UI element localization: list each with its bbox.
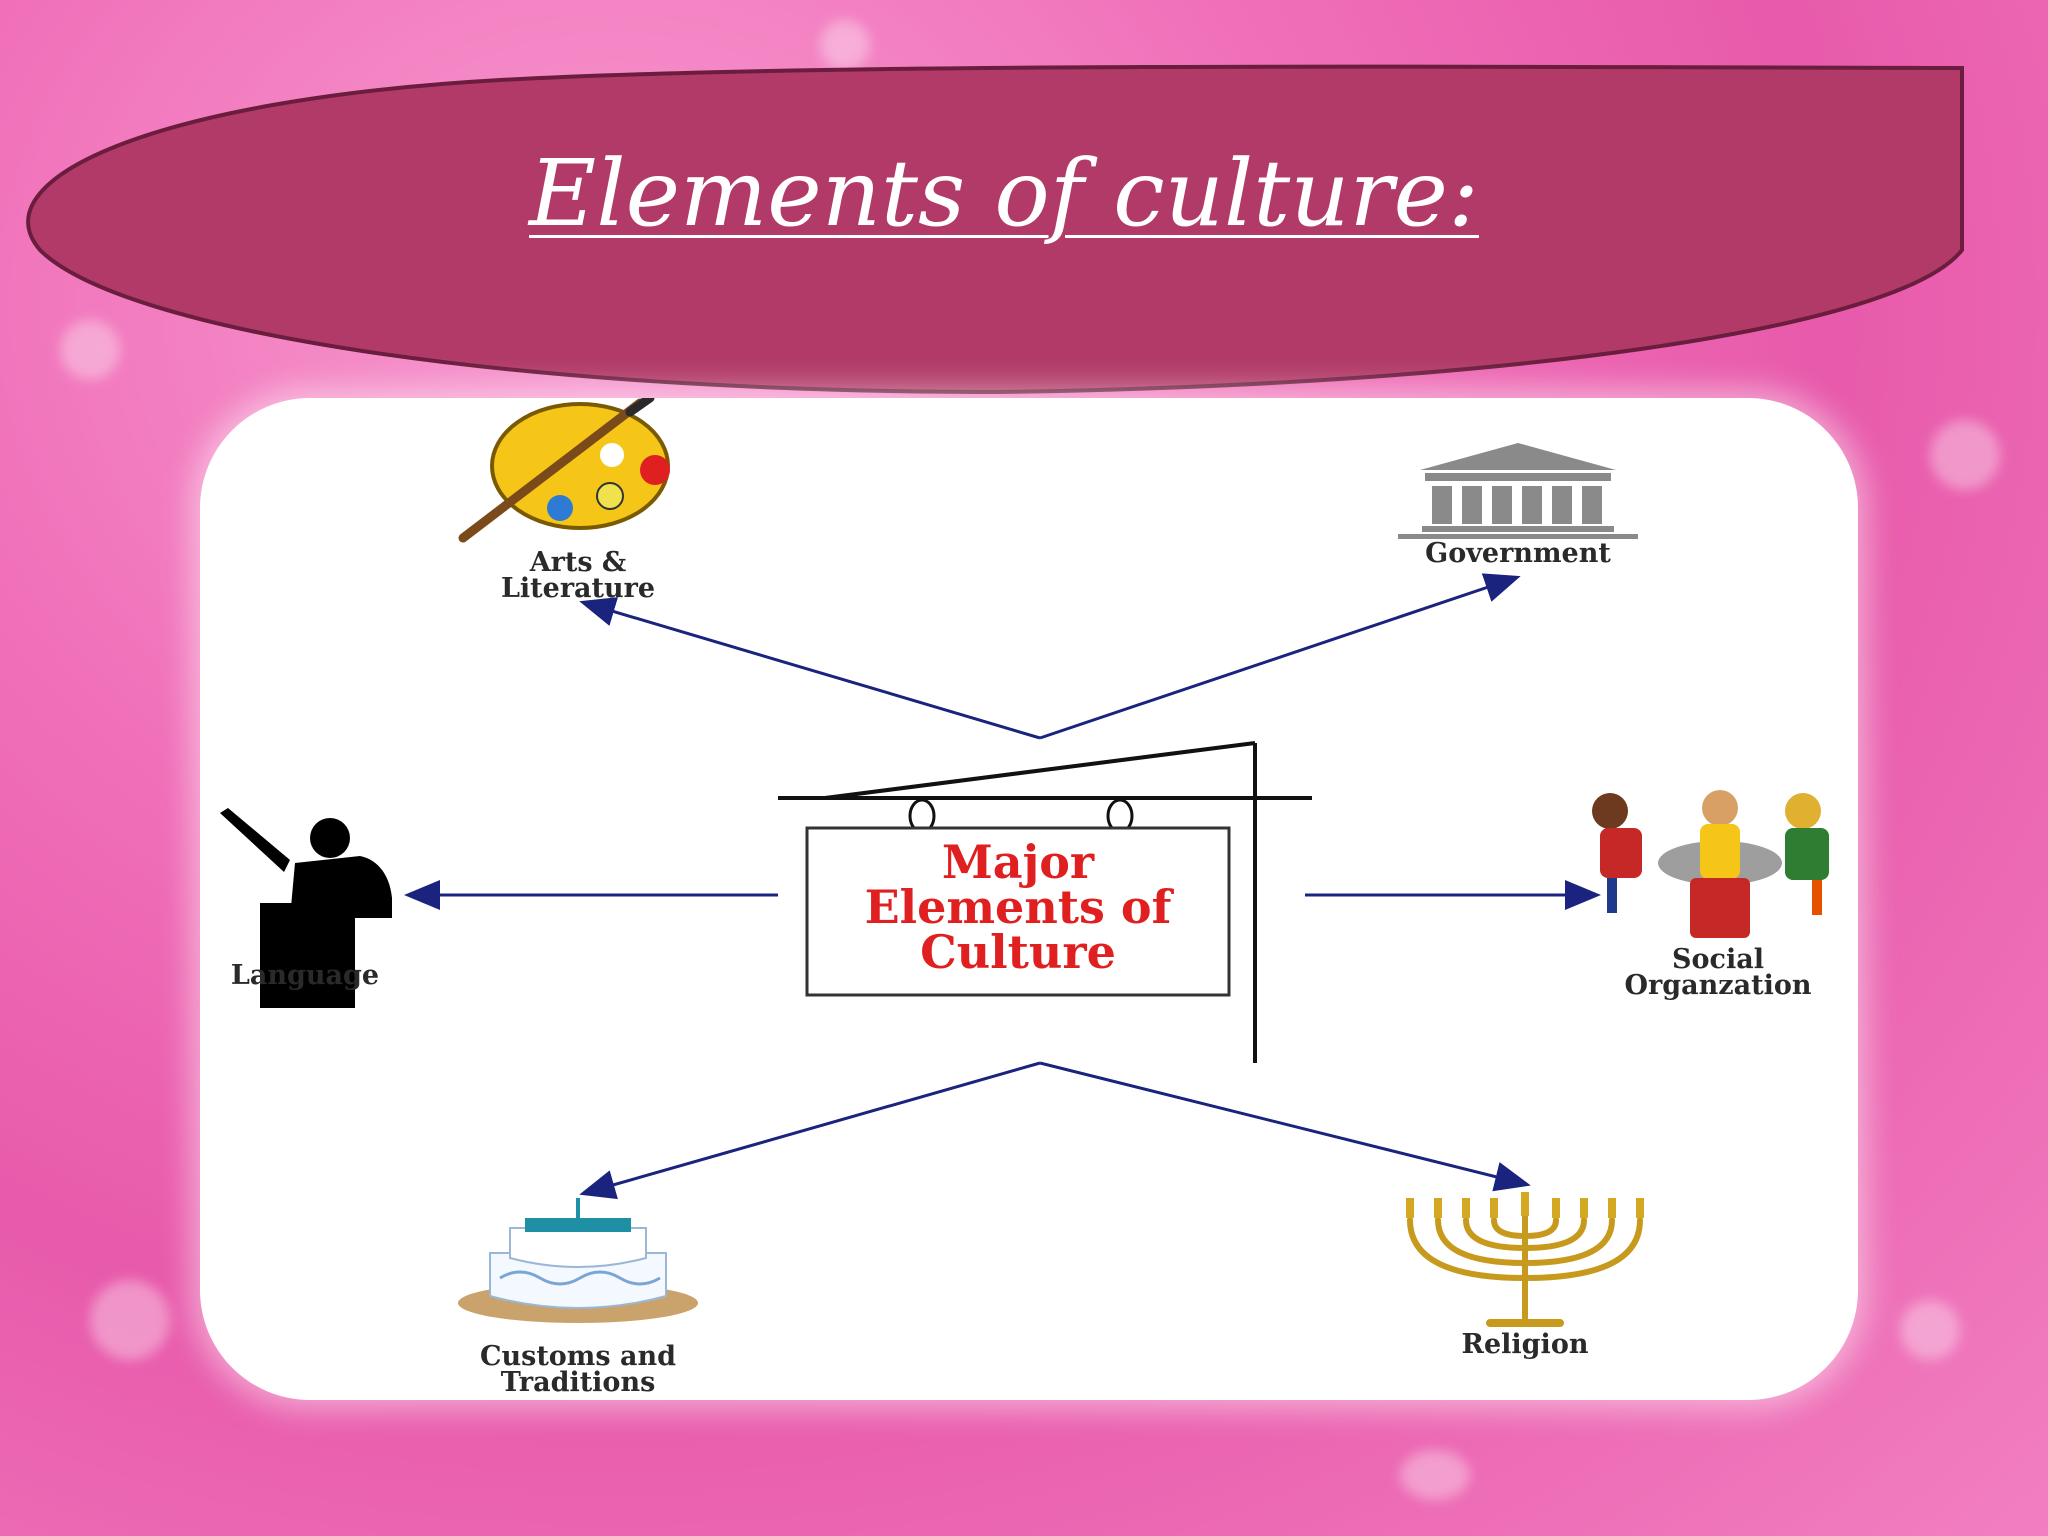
background-sparkle <box>90 1280 170 1360</box>
government-label: Government <box>1425 538 1611 569</box>
arrow-to-government <box>1039 573 1521 740</box>
page-title: Elements of culture: <box>529 140 1479 247</box>
menorah-candles <box>1406 1192 1644 1218</box>
arts-label-line-2: Literature <box>501 573 655 604</box>
center-sign <box>805 826 1231 997</box>
speaker-podium-icon <box>220 808 392 1008</box>
social-label-line-1: Social <box>1672 944 1764 975</box>
language-label: Language <box>231 960 379 991</box>
background-sparkle <box>1900 1300 1960 1360</box>
government-building-icon <box>1398 443 1638 539</box>
religion-label: Religion <box>1462 1329 1589 1360</box>
background-sparkle <box>60 320 120 380</box>
background-sparkle <box>820 20 870 70</box>
menorah-icon <box>1407 1207 1643 1327</box>
arrow-to-arts <box>579 597 1041 740</box>
center-label-line-2: Elements of <box>865 880 1175 934</box>
center-label-line-3: Culture <box>920 925 1116 979</box>
title-banner <box>26 64 1964 395</box>
social-label-line-2: Organzation <box>1625 970 1812 1001</box>
customs-label-line-2: Traditions <box>501 1367 656 1398</box>
people-at-table-icon <box>1592 790 1829 938</box>
cake-icon <box>458 1198 698 1323</box>
background-sparkle <box>1400 1450 1470 1500</box>
background-sparkle <box>1930 420 2000 490</box>
arrow-to-customs <box>579 1061 1041 1200</box>
palette-icon <box>458 398 670 543</box>
arts-label-line-1: Arts & <box>529 547 627 578</box>
culture-diagram: Major Elements of Culture Arts & Literat… <box>220 398 1829 1398</box>
arrow-to-religion <box>1039 1061 1531 1192</box>
center-label-line-1: Major <box>942 835 1095 889</box>
customs-label-line-1: Customs and <box>480 1341 676 1372</box>
signpost <box>778 741 1312 1063</box>
